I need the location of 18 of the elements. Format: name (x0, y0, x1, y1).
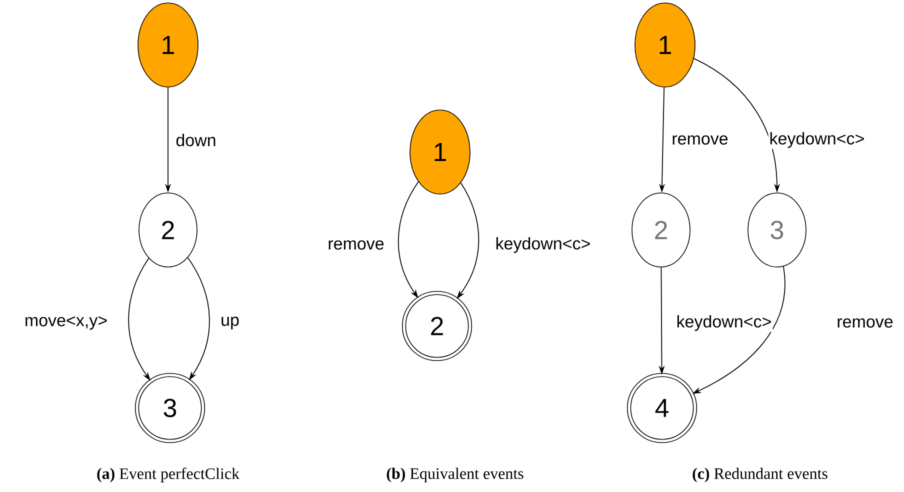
start-state: 1 (138, 2, 198, 88)
start-state: 1 (410, 110, 470, 194)
start-state: 1 (634, 2, 696, 88)
edge-label: keydown<c> (675, 314, 773, 332)
caption: (b) Equivalent events (386, 468, 524, 482)
edge-label: remove (836, 317, 894, 329)
final-state: 4 (626, 372, 698, 444)
caption: (c) Redundant events (692, 468, 828, 482)
final-state: 2 (402, 290, 472, 362)
edge-label: remove (670, 134, 730, 146)
edge-label: move<x,y> (23, 315, 109, 331)
final-state: 3 (134, 372, 206, 444)
edge-label: keydown<c> (768, 131, 866, 149)
edge-label: remove (326, 239, 386, 251)
edge-label: up (220, 316, 240, 330)
edge-label: keydown<c> (494, 236, 592, 254)
edge-label: down (174, 132, 218, 148)
caption: (a) Event perfectClick (97, 468, 240, 482)
